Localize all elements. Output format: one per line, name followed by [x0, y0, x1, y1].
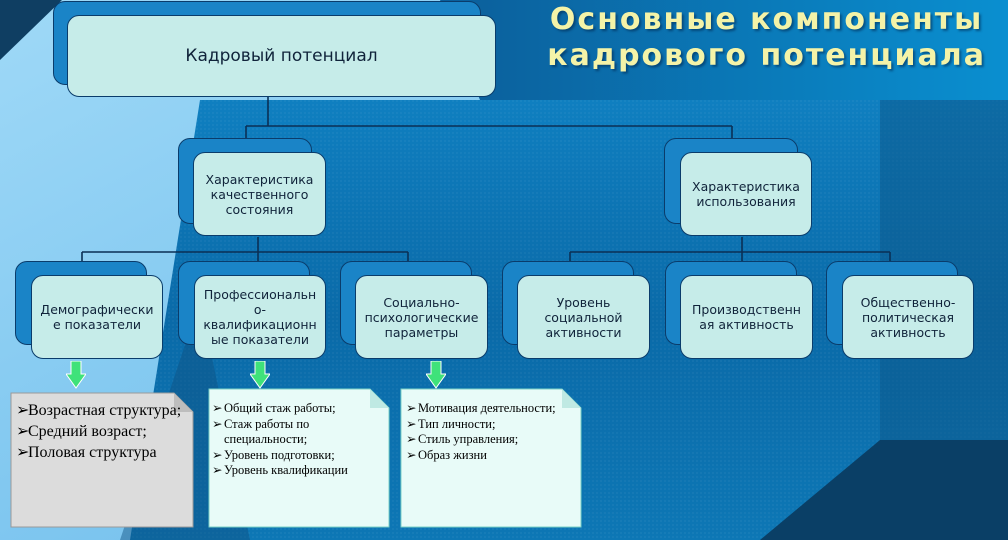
list-item: ➢Мотивация деятельности; [406, 401, 556, 415]
leaf-social-label: Уровень социальной активности [517, 275, 650, 359]
leaf-production-node: Производственн ая активность [665, 261, 815, 361]
list-item: ➢Средний возраст; [16, 423, 147, 440]
list-item: ➢Образ жизни [406, 447, 487, 462]
down-arrow-icon [66, 361, 86, 389]
branch-quality-label: Характеристика качественного состояния [193, 152, 326, 236]
leaf-professional-node: Профессиональн о-квалификационн ые показ… [178, 261, 328, 361]
list-item: ➢Половая структура [16, 444, 157, 461]
list-demographic: ➢Возрастная структура; ➢Средний возраст;… [16, 400, 186, 463]
leaf-political-label: Общественно-политическая активность [842, 275, 974, 359]
down-arrow-icon [250, 361, 270, 389]
title-line-2: кадрового потенциала [547, 38, 986, 73]
list-item: ➢Возрастная структура; [16, 402, 182, 419]
list-panel-demographic-shape [10, 392, 194, 528]
leaf-political-node: Общественно-политическая активность [826, 261, 976, 361]
leaf-professional-label: Профессиональн о-квалификационн ые показ… [194, 275, 326, 359]
root-node: Кадровый потенциал [53, 1, 500, 99]
leaf-demographic-label: Демографически е показатели [31, 275, 163, 359]
branch-quality-node: Характеристика качественного состояния [178, 138, 328, 238]
leaf-psychological-label: Социально-психологические параметры [355, 275, 488, 359]
leaf-psychological-node: Социально-психологические параметры [340, 261, 490, 361]
list-item: ➢Стаж работы по специальности; [212, 416, 310, 447]
title-line-1: Основные компоненты [549, 2, 984, 37]
list-item: ➢Общий стаж работы; [212, 401, 336, 415]
list-item: ➢Стиль управления; [406, 432, 519, 446]
branch-usage-label: Характеристика использования [680, 152, 812, 236]
list-item: ➢Тип личности; [406, 416, 496, 431]
slide-title: Основные компоненты кадрового потенциала [547, 2, 986, 74]
list-panel-professional-shape [208, 388, 390, 528]
list-professional: ➢Общий стаж работы; ➢Стаж работы по спец… [212, 401, 384, 479]
leaf-demographic-node: Демографически е показатели [15, 261, 165, 361]
list-item: ➢Уровень квалификации [212, 463, 348, 477]
leaf-social-node: Уровень социальной активности [502, 261, 652, 361]
list-panel-psychological-shape [400, 388, 582, 528]
list-psychological: ➢Мотивация деятельности; ➢Тип личности; … [406, 401, 576, 463]
list-item: ➢Уровень подготовки; [212, 447, 335, 462]
root-label: Кадровый потенциал [67, 15, 496, 97]
down-arrow-icon [426, 361, 446, 389]
leaf-production-label: Производственн ая активность [680, 275, 813, 359]
branch-usage-node: Характеристика использования [664, 138, 814, 238]
